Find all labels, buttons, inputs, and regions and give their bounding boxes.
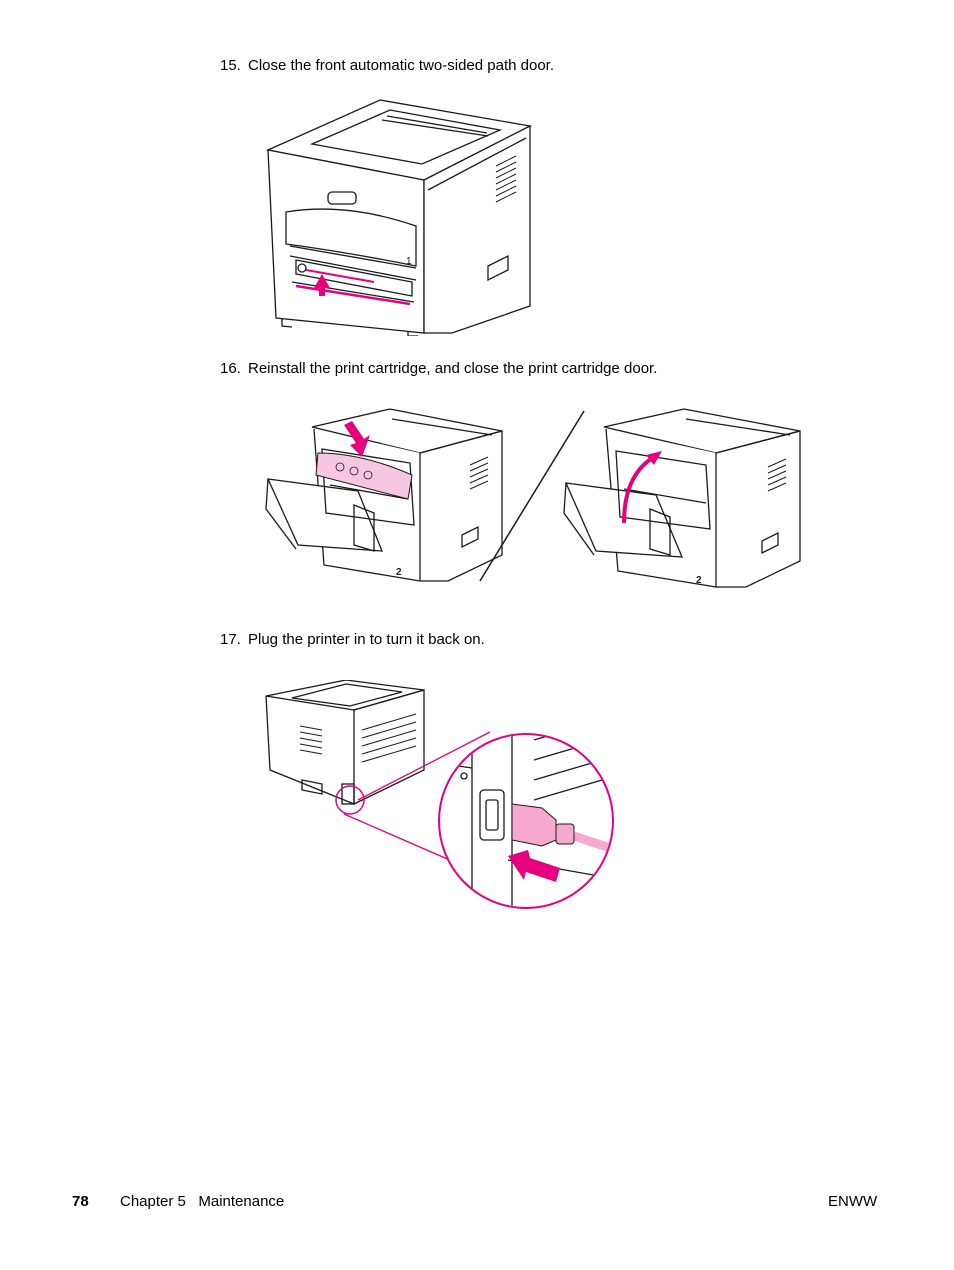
chapter-title: Chapter 5 Maintenance (120, 1193, 285, 1210)
step-text: Plug the printer in to turn it back on. (248, 631, 485, 648)
step-text: Close the front automatic two-sided path… (248, 57, 555, 74)
cartridge-label-right: 2 (696, 575, 702, 586)
step-16: 16. Reinstall the print cartridge, and cl… (220, 360, 657, 378)
door-label: 1 (406, 256, 412, 267)
cartridge-label-left: 2 (396, 567, 402, 578)
step-number: 15. (220, 57, 241, 74)
step-number: 17. (220, 631, 241, 648)
step-number: 16. (220, 360, 241, 377)
footer-right: ENWW (828, 1193, 878, 1210)
step-17: 17. Plug the printer in to turn it back o… (220, 631, 485, 649)
step-text: Reinstall the print cartridge, and close… (248, 360, 658, 377)
page-number: 78 (72, 1193, 89, 1210)
cartridge-reinstall-illustration: 2 2 (265, 408, 801, 588)
step-15: 15. Close the front automatic two-sided p… (220, 57, 554, 75)
power-cord-illustration (265, 680, 614, 909)
printer-front-door-illustration: 1 (265, 99, 533, 336)
